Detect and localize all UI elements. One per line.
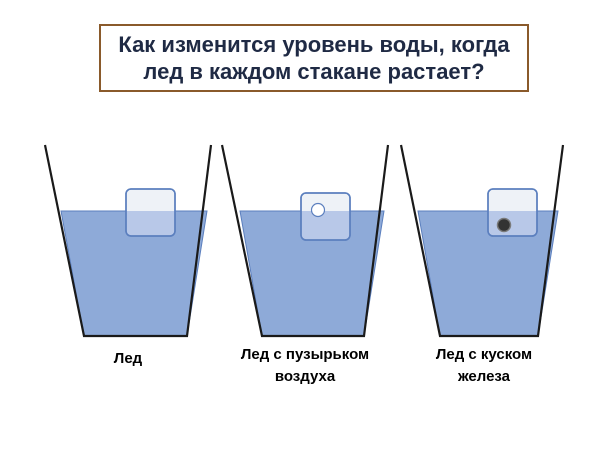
caption-line-1: Лед с куском [435, 346, 533, 363]
title-line-2: лед в каждом стакане растает? [143, 59, 485, 84]
ice-cube [300, 192, 351, 241]
caption-glass-2: Лед с пузырьком воздуха [225, 344, 385, 388]
caption-glass-1: Лед [48, 348, 208, 370]
glass-ice-iron [399, 144, 565, 338]
caption-line-2: воздуха [274, 368, 336, 385]
caption-line-1: Лед [113, 350, 143, 367]
ice-cube [487, 188, 538, 237]
iron-piece [496, 217, 512, 233]
glass-outline [399, 144, 565, 338]
glass-ice-air-bubble [220, 144, 390, 338]
caption-line-2: железа [457, 368, 511, 385]
caption-glass-3: Лед с куском железа [404, 344, 564, 388]
glass-outline [43, 144, 213, 338]
ice-cube [125, 188, 176, 237]
glass-ice [43, 144, 213, 338]
title-box: Как изменится уровень воды, когда лед в … [99, 24, 529, 92]
air-bubble [310, 202, 326, 218]
caption-line-1: Лед с пузырьком [240, 346, 370, 363]
title-line-1: Как изменится уровень воды, когда [118, 32, 510, 57]
glass-outline [220, 144, 390, 338]
